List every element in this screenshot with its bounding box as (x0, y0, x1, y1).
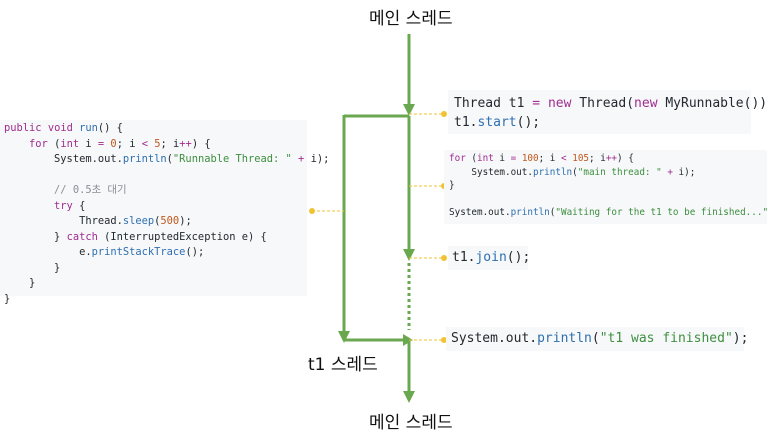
main-thread-arrowhead-end (403, 391, 415, 403)
main-loop-code: for (int i = 100; i < 105; i++) { System… (444, 150, 768, 224)
main-thread-label-top: 메인 스레드 (369, 9, 453, 29)
main-thread-label-bottom: 메인 스레드 (369, 413, 453, 433)
thread-start-code: Thread t1 = new Thread(new MyRunnable())… (448, 90, 768, 134)
run-method-code: public void run() { for (int i = 0; i < … (0, 120, 329, 305)
finish-code: System.out.println("t1 was finished"); (446, 327, 748, 351)
main-thread-arrowhead-2 (403, 249, 415, 261)
t1-thread-arrowhead (338, 331, 350, 343)
join-code: t1.join(); (448, 246, 530, 270)
connector-dot-start (441, 111, 447, 117)
join-arrowhead (403, 334, 413, 346)
main-thread-arrowhead-1 (403, 104, 415, 116)
connector-dot-join (441, 255, 447, 261)
connector-dot-finish (441, 337, 447, 343)
t1-thread-label: t1 스레드 (308, 355, 378, 375)
connector-dot-run (309, 208, 315, 214)
